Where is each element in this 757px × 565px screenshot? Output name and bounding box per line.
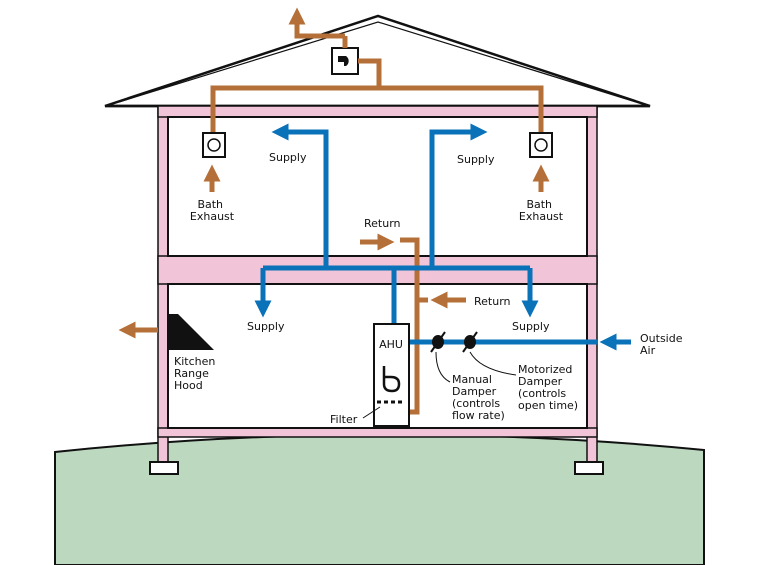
ahu-label: AHU [379,338,403,351]
wall-frame [157,105,598,463]
manual-damper-label: Manual Damper (controls flow rate) [452,373,505,422]
ground [54,433,705,565]
exhaust-outlet-arrow [288,7,345,39]
supply-lower-right-label: Supply [512,320,550,333]
exhaust-ducts [210,36,544,415]
bath-exhaust-left-label: Bath Exhaust [190,198,235,223]
bath-fan-left-icon [207,138,221,152]
manual-damper [430,331,446,353]
return-lower-label: Return [474,295,511,308]
motorized-damper [462,331,478,353]
fan-icon [338,56,349,66]
filter-leader [362,406,381,419]
left-footing [149,461,179,475]
supply-upper-right-label: Supply [457,153,495,166]
supply-upper-left-label: Supply [269,151,307,164]
bath-exhaust-right-label: Bath Exhaust [519,198,564,223]
right-footing [574,461,604,475]
ahu-unit [373,323,410,427]
kitchen-range-hood-label: Kitchen Range Hood [174,355,219,392]
return-upper-label: Return [364,217,401,230]
supply-lower-left-label: Supply [247,320,285,333]
roof-inner-edge [118,21,637,103]
upper-floor [167,116,588,257]
manual-damper-leader [435,351,451,383]
filter-label: Filter [330,413,358,426]
kitchen-range-hood [168,314,214,350]
motorized-damper-label: Motorized Damper (controls open time) [518,363,578,412]
outside-air-label: Outside Air [640,332,686,357]
blower-icon [382,366,401,393]
bath-fan-right-icon [534,138,548,152]
motorized-damper-leader [469,351,517,376]
